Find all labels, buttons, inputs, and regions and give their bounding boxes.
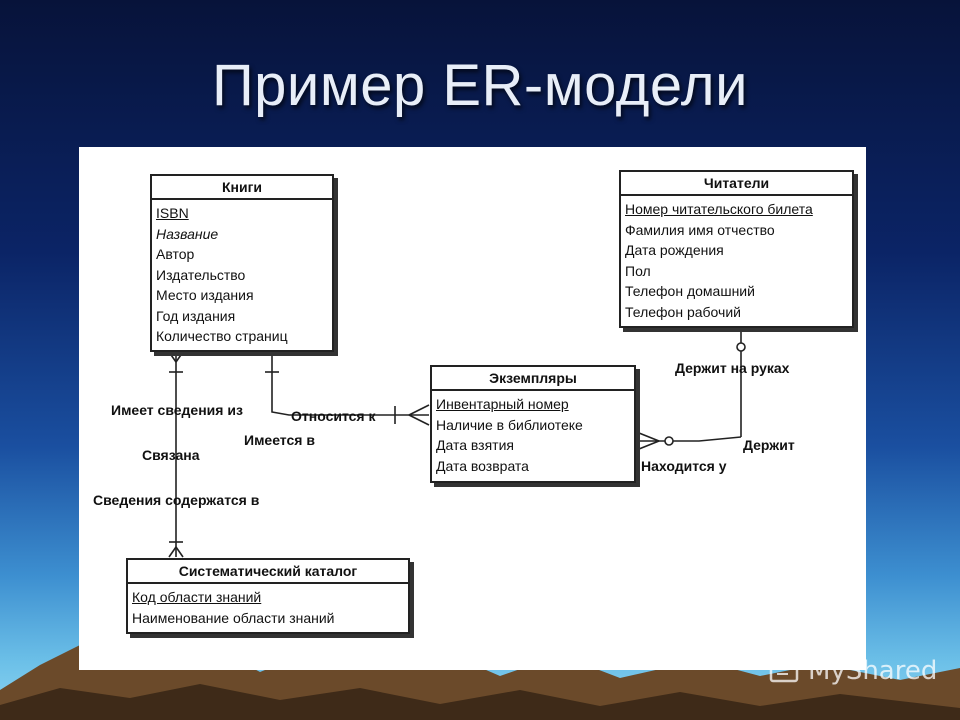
attr-home-phone: Телефон домашний [625,283,755,299]
myshared-logo-icon [769,661,799,682]
attr-work-phone: Телефон рабочий [625,303,741,320]
entity-catalog: Систематический каталог Код области знан… [126,558,410,634]
rel-located-at: Находится у [641,458,727,474]
entity-books: Книги ISBN Название Автор Издательство М… [150,174,334,352]
diagram-connectors [168,330,746,558]
rel-has-info-from: Имеет сведения из [111,402,243,418]
attr-full-name: Фамилия имя отчество [625,221,775,238]
rel-exists-in: Имеется в [244,432,315,448]
attr-birth-date: Дата рождения [625,242,724,258]
attr-borrow-date: Дата взятия [436,437,514,453]
entity-catalog-title: Систематический каталог [128,560,408,584]
attr-title: Название [156,225,219,242]
rel-info-contained-in: Сведения содержатся в [93,492,260,508]
rel-belongs-to: Относится к [291,408,376,424]
entity-readers-title: Читатели [621,172,852,196]
attr-inventory-number: Инвентарный номер [436,396,569,412]
entity-books-title: Книги [152,176,332,200]
rel-holds: Держит [743,437,795,453]
attr-author: Автор [156,246,195,262]
entity-copies-title: Экземпляры [432,367,634,391]
slide-title: Пример ER-модели [211,53,748,118]
attr-publication-place: Место издания [156,287,254,303]
attr-publication-year: Год издания [156,307,236,324]
attr-knowledge-area-name: Наименование области знаний [132,609,335,626]
attr-publisher: Издательство [156,266,246,283]
attr-knowledge-area-code: Код области знаний [132,589,262,605]
attr-in-library: Наличие в библиотеке [436,416,583,433]
entity-readers: Читатели Номер читательского билета Фами… [619,170,854,328]
attr-gender: Пол [625,262,651,279]
attr-page-count: Количество страниц [156,328,288,344]
watermark-text: MyShared [808,656,938,686]
rel-linked: Связана [142,447,200,463]
attr-isbn: ISBN [156,205,189,221]
er-diagram-panel: Книги ISBN Название Автор Издательство М… [79,147,866,670]
watermark: MyShared [768,656,937,687]
entity-copies: Экземпляры Инвентарный номер Наличие в б… [430,365,636,483]
attr-reader-card-number: Номер читательского билета [625,201,813,217]
attr-return-date: Дата возврата [436,457,529,474]
rel-holds-in-hands: Держит на руках [675,360,790,376]
